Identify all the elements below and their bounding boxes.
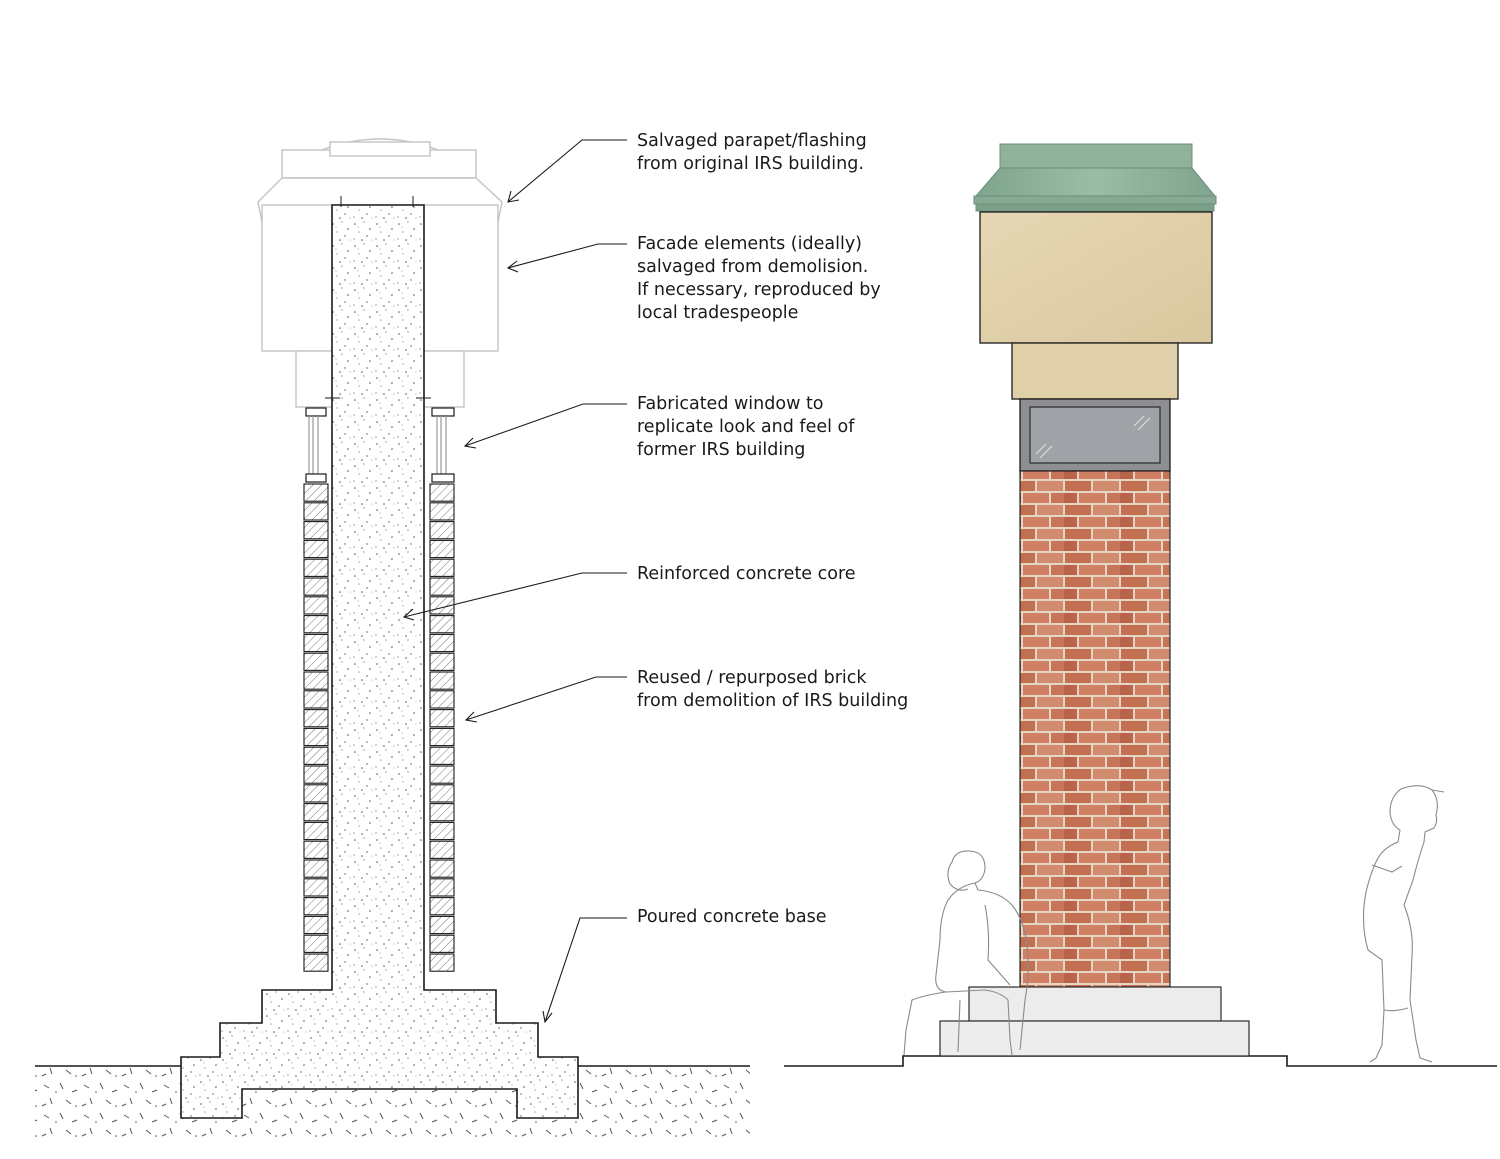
annotation-parapet: Salvaged parapet/flashing from original …	[637, 131, 867, 174]
brick-course	[429, 652, 455, 671]
brick-course	[303, 746, 329, 765]
window-section-left	[305, 407, 327, 483]
leader-window	[464, 403, 627, 447]
brick-course	[429, 521, 455, 540]
brick-course	[303, 502, 329, 521]
brick-course	[303, 878, 329, 897]
brick-course	[303, 765, 329, 784]
brick-course	[303, 727, 329, 747]
brick-courses-right	[429, 483, 455, 972]
annotation-facade: Facade elements (ideally) salvaged from …	[637, 234, 881, 323]
brick-course	[303, 840, 329, 859]
brick-course	[429, 727, 455, 747]
brick-course	[303, 652, 329, 671]
seated-person-figure	[903, 850, 1029, 1056]
brick-course	[429, 803, 455, 822]
window-glass	[1029, 406, 1161, 464]
brick-course	[429, 558, 455, 577]
concrete-core-and-base	[180, 204, 579, 1119]
brick-course	[429, 633, 455, 653]
leader-core	[403, 572, 627, 618]
brick-course	[429, 483, 455, 502]
brick-course	[429, 746, 455, 765]
brick-course	[429, 953, 455, 972]
brick-course	[429, 784, 455, 803]
brick-course	[303, 596, 329, 615]
brick-course	[303, 784, 329, 803]
brick-course	[303, 671, 329, 690]
ground-line-right	[784, 1055, 1497, 1067]
brick-course	[429, 577, 455, 596]
stone-facade-collar	[1011, 342, 1179, 400]
brick-course	[303, 558, 329, 577]
brick-courses-left	[303, 483, 329, 972]
brick-course	[429, 897, 455, 916]
brick-course	[303, 803, 329, 822]
leader-parapet	[507, 139, 627, 203]
window-glint	[1035, 415, 1151, 459]
annotation-brick: Reused / repurposed brick from demolitio…	[637, 668, 909, 711]
brick-course	[429, 671, 455, 690]
brick-course	[303, 859, 329, 878]
brick-course	[429, 821, 455, 841]
annotation-base: Poured concrete base	[637, 907, 827, 927]
copper-cap	[973, 143, 1217, 212]
brick-course	[429, 934, 455, 953]
brick-course	[303, 953, 329, 972]
brick-course	[429, 765, 455, 784]
brick-course	[429, 615, 455, 634]
brick-course	[429, 690, 455, 709]
annotation-core: Reinforced concrete core	[637, 564, 856, 584]
leader-brick	[465, 676, 627, 721]
standing-person-figure	[1362, 785, 1445, 1063]
leader-lines	[403, 139, 627, 1023]
core-ticks	[325, 196, 431, 399]
plinth-upper-step	[968, 986, 1222, 1022]
leader-base	[544, 917, 627, 1023]
brick-course	[429, 878, 455, 897]
brick-course	[303, 934, 329, 953]
stone-facade-block	[979, 211, 1213, 344]
brick-course	[303, 577, 329, 596]
brick-course	[303, 521, 329, 540]
brick-course	[303, 897, 329, 916]
leader-facade	[507, 243, 627, 269]
brick-course	[303, 821, 329, 841]
brick-shaft	[1019, 470, 1171, 988]
brick-course	[303, 709, 329, 728]
brick-course	[429, 840, 455, 859]
leader-arrowheads	[402, 190, 553, 1024]
brick-course	[429, 539, 455, 559]
brick-course	[303, 483, 329, 502]
brick-course	[429, 859, 455, 878]
brick-course	[303, 633, 329, 653]
brick-course	[303, 615, 329, 634]
brick-course	[303, 539, 329, 559]
section-drawing	[35, 138, 750, 1138]
window-section-right	[431, 407, 455, 483]
brick-course	[429, 709, 455, 728]
brick-course	[303, 915, 329, 935]
brick-course	[429, 596, 455, 615]
annotation-window: Fabricated window to replicate look and …	[637, 394, 855, 460]
brick-course	[429, 915, 455, 935]
brick-course	[429, 502, 455, 521]
elevation-drawing	[784, 143, 1497, 1067]
brick-course	[303, 690, 329, 709]
plinth-lower-step	[939, 1020, 1250, 1057]
